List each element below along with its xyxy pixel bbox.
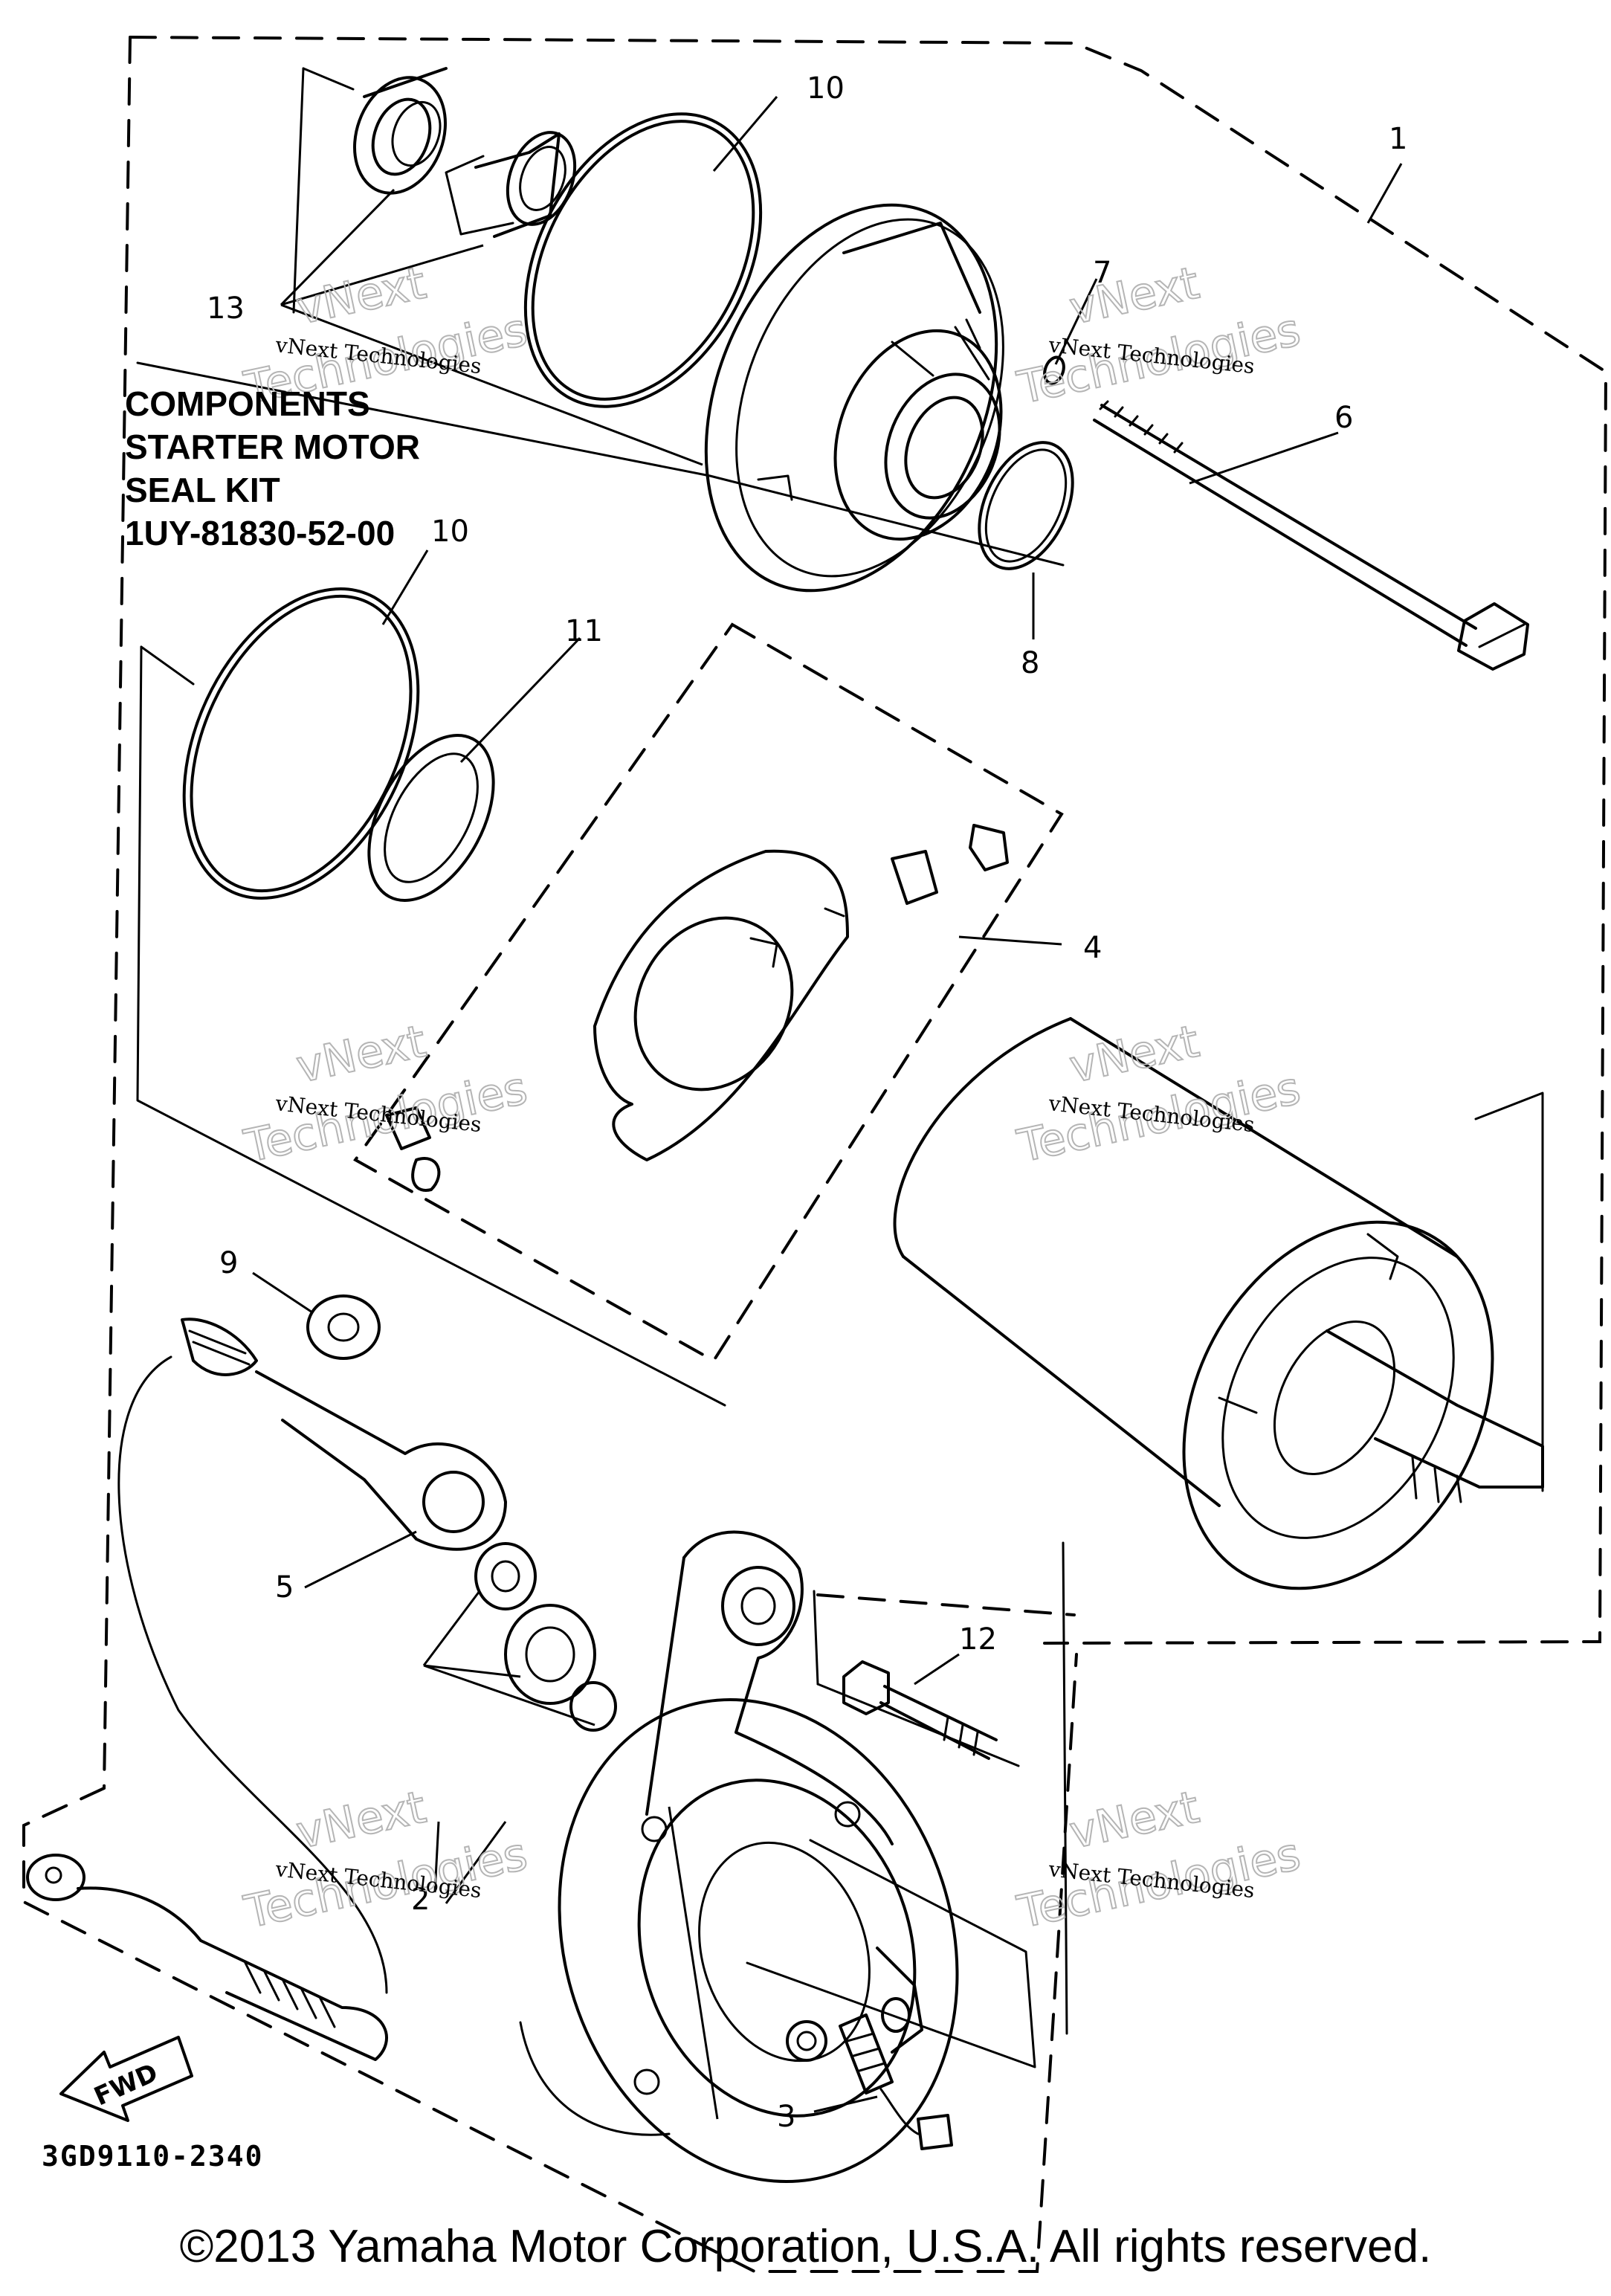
lead-wire-terminal-lower	[26, 1854, 388, 2061]
callout-10-upper: 10	[807, 71, 845, 106]
callout-8: 8	[1021, 646, 1039, 680]
yoke-armature-main-body	[893, 1017, 1544, 1590]
front-cover	[519, 1530, 959, 2183]
callout-2: 2	[411, 1883, 430, 1917]
callout-6: 6	[1334, 401, 1353, 435]
through-bolt-part-6	[1093, 400, 1529, 671]
kit-label-line-4: 1UY-81830-52-00	[125, 514, 396, 552]
watermark-ghost-top: vNext	[1065, 1781, 1204, 1860]
drawing-number: 3GD9110-2340	[42, 2140, 264, 2173]
callout-11: 11	[565, 614, 603, 648]
o-ring-part-10-lower	[182, 587, 420, 900]
watermark-ghost-top: vNext	[292, 257, 430, 335]
o-ring-part-8	[978, 441, 1074, 570]
seal-kit-label: COMPONENTS STARTER MOTOR SEAL KIT 1UY-81…	[125, 382, 420, 555]
lead-wire-cable	[117, 1355, 388, 1994]
callout-9: 9	[219, 1246, 238, 1280]
kit-label-line-2: STARTER MOTOR	[125, 428, 420, 466]
watermark-ghost-top: vNext	[1065, 257, 1204, 335]
assembly-outline-1	[103, 36, 1608, 1790]
kit-label-line-3: SEAL KIT	[125, 471, 280, 509]
washer-part-11	[367, 734, 495, 902]
watermark-bottom-left: vNext Technologies vNext Technologies	[239, 1781, 533, 1940]
assembly-outline-4	[353, 622, 1064, 1363]
callout-13: 13	[207, 291, 245, 326]
callout-5: 5	[275, 1570, 294, 1605]
copyright-notice: ©2013 Yamaha Motor Corporation, U.S.A. A…	[179, 2221, 1432, 2272]
o-ring-part-10-upper	[523, 112, 763, 408]
fwd-arrow: FWD	[59, 2036, 193, 2122]
callout-4: 4	[1083, 931, 1102, 965]
nut-part-9	[306, 1294, 381, 1360]
brush-lead-part-3	[839, 2013, 953, 2150]
callout-7: 7	[1093, 256, 1111, 290]
watermark-mid-left: vNext Technologies vNext Technologies	[239, 1015, 533, 1174]
watermark-top-right: vNext Technologies vNext Technologies	[1013, 257, 1306, 416]
callout-numbers: 1 2 3 4 5 6 7 8 9 10 10 11 12 13	[207, 71, 1407, 2134]
watermark-bottom-right: vNext Technologies vNext Technologies	[1013, 1781, 1306, 1940]
watermark-ghost-top: vNext	[292, 1781, 430, 1860]
oil-seal-bearing-part-13	[353, 67, 577, 238]
rear-cover-flange	[704, 203, 1004, 593]
assembly-outline-2	[22, 1593, 1078, 2273]
callout-10-lower: 10	[431, 515, 469, 549]
brush-holder-plate-part-4	[385, 824, 1009, 1192]
callout-3: 3	[777, 2100, 795, 2134]
leader-lines	[252, 96, 1403, 2120]
callout-12: 12	[959, 1622, 997, 1657]
bolt-part-12	[842, 1660, 998, 1760]
kit-label-line-1: COMPONENTS	[125, 384, 370, 423]
watermark-mid-right: vNext Technologies vNext Technologies	[1013, 1015, 1306, 1174]
callout-1: 1	[1389, 122, 1407, 156]
seal-kit-outline	[136, 67, 1544, 2068]
washer-stack-part-2	[474, 1542, 617, 1732]
watermark-ghost-top: vNext	[292, 1016, 430, 1094]
lead-wire-part-5	[181, 1318, 507, 1551]
